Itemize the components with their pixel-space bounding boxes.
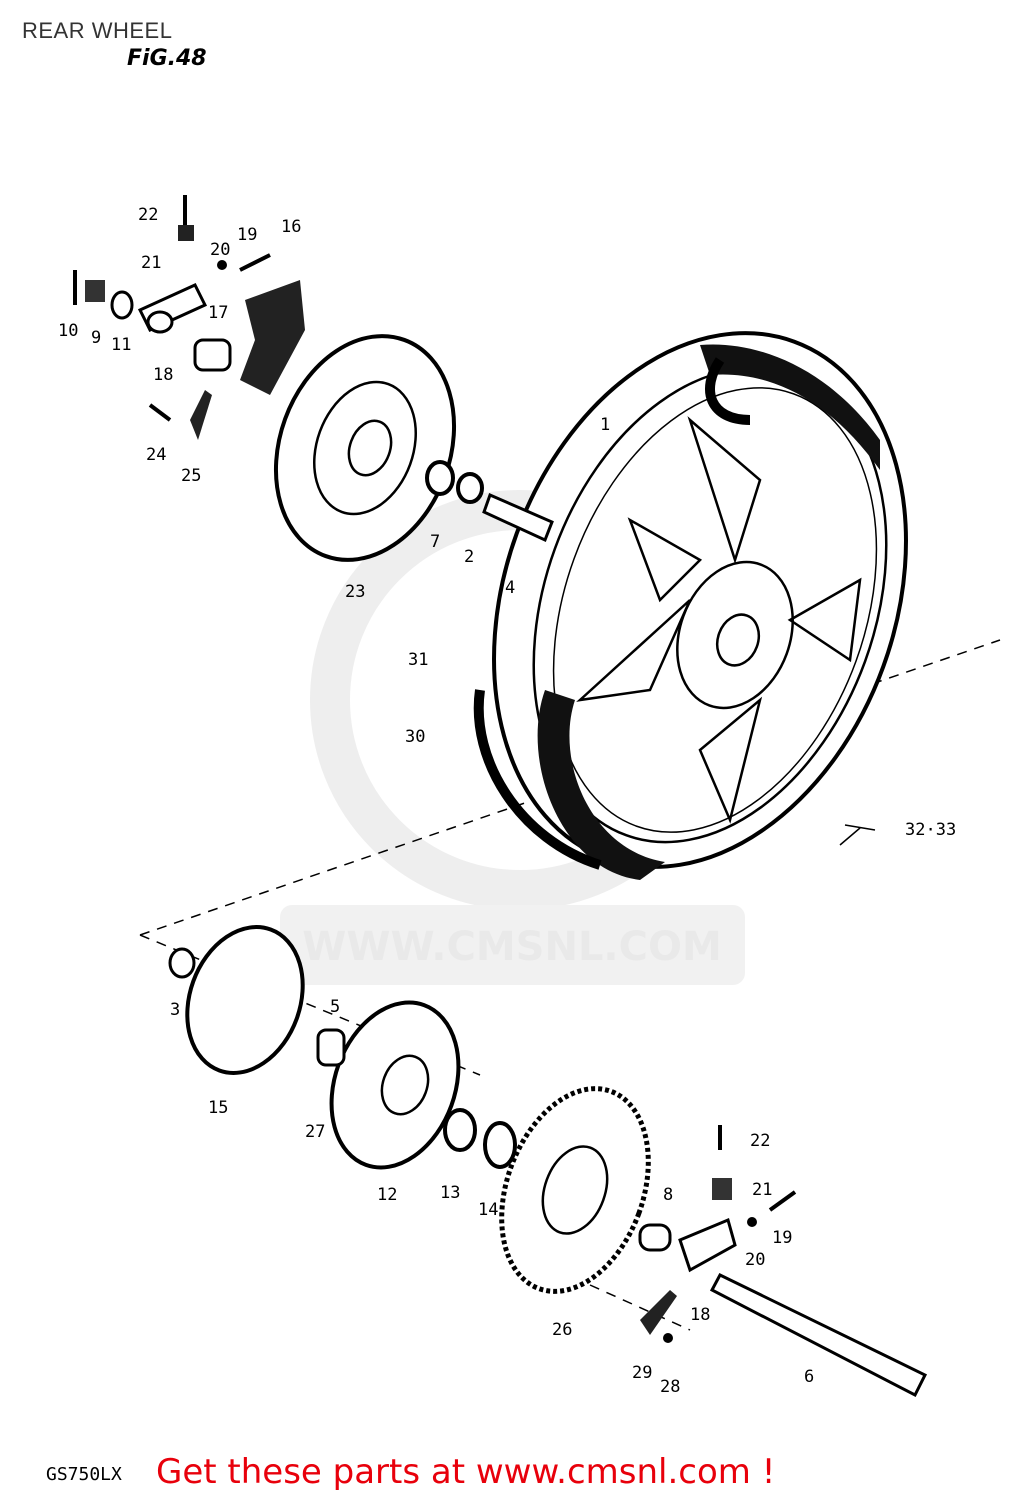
- callout-25: 25: [181, 466, 201, 486]
- callout-19-right: 19: [772, 1228, 792, 1248]
- callout-12: 12: [377, 1185, 397, 1205]
- cush-damper: [168, 925, 305, 1075]
- watermark-text: WWW.CMSNL.COM: [302, 924, 722, 970]
- inner-tube: [473, 357, 751, 870]
- figure-label: FiG.48: [127, 46, 207, 71]
- callout-10: 10: [58, 321, 78, 341]
- callout-22: 22: [138, 205, 158, 225]
- callout-3: 3: [170, 1000, 180, 1020]
- axle-adjuster: [638, 824, 928, 1398]
- callout-9: 9: [91, 328, 101, 348]
- callout-16: 16: [281, 217, 301, 237]
- callout-5: 5: [330, 997, 340, 1017]
- callout-27: 27: [305, 1122, 325, 1142]
- callout-18-right: 18: [690, 1305, 710, 1325]
- callout-30: 30: [405, 727, 425, 747]
- callout-15: 15: [208, 1098, 228, 1118]
- page-title: REAR WHEEL: [22, 18, 173, 43]
- callout-11: 11: [111, 335, 131, 355]
- callout-7: 7: [430, 532, 440, 552]
- callout-17: 17: [208, 303, 228, 323]
- callout-6: 6: [804, 1367, 814, 1387]
- caliper-bracket: [73, 195, 305, 440]
- callout-24: 24: [146, 445, 166, 465]
- callout-21: 21: [141, 253, 161, 273]
- callout-28: 28: [660, 1377, 680, 1397]
- callout-21-right: 21: [752, 1180, 772, 1200]
- callout-20-right: 20: [745, 1250, 765, 1270]
- brake-disc: [273, 334, 457, 562]
- rear-wheel: [492, 331, 908, 880]
- callout-32-33: 32·33: [905, 820, 956, 840]
- callout-1: 1: [600, 415, 610, 435]
- callout-labels: 22 21 20 19 16 10 9 11 18 17 24 25 23 7 …: [58, 205, 956, 1397]
- callout-29: 29: [632, 1363, 652, 1383]
- model-code: GS750LX: [46, 1464, 122, 1485]
- callout-26: 26: [552, 1320, 572, 1340]
- callout-20: 20: [210, 240, 230, 260]
- sprocket-hub: [316, 1000, 517, 1170]
- cmsnl-parts-link[interactable]: Get these parts at www.cmsnl.com !: [156, 1452, 776, 1492]
- rear-sprocket: [499, 1086, 651, 1294]
- callout-14: 14: [478, 1200, 498, 1220]
- callout-4: 4: [505, 578, 515, 598]
- callout-19: 19: [237, 225, 257, 245]
- callout-23: 23: [345, 582, 365, 602]
- callout-22-right: 22: [750, 1131, 770, 1151]
- axle-spacers: [425, 460, 554, 543]
- callout-31: 31: [408, 650, 428, 670]
- callout-2: 2: [464, 547, 474, 567]
- callout-13: 13: [440, 1183, 460, 1203]
- callout-18: 18: [153, 365, 173, 385]
- callout-8: 8: [663, 1185, 673, 1205]
